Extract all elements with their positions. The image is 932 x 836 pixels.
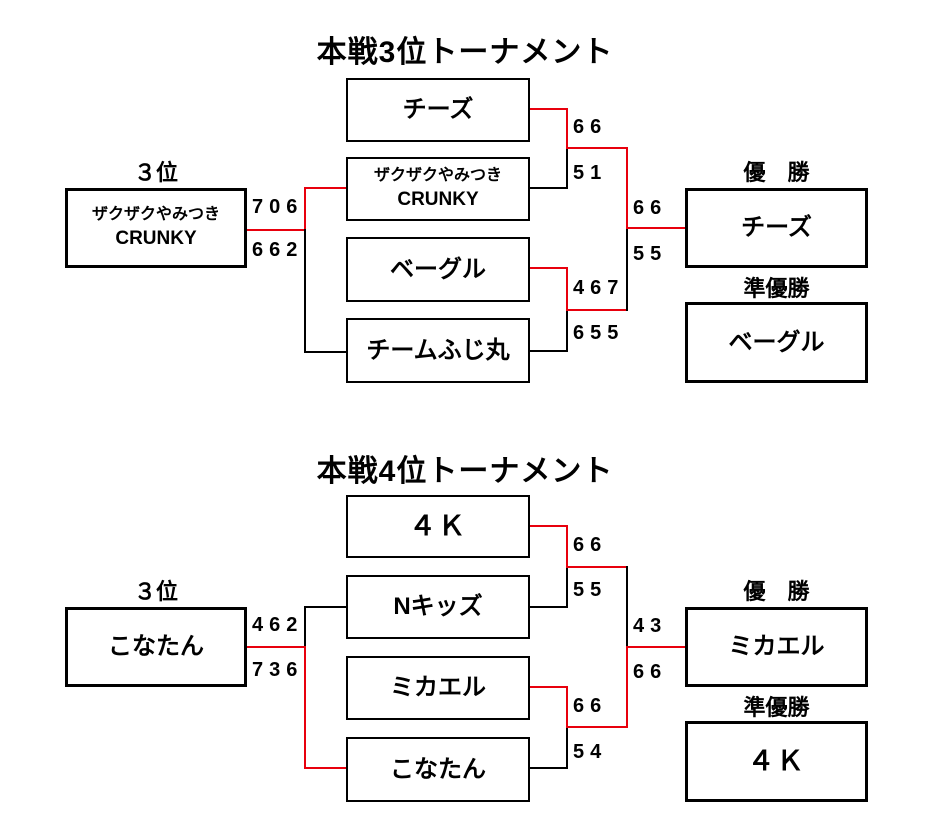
t2-team3-box: ミカエル: [346, 656, 530, 720]
t2-sf1-score-bottom: 55: [573, 579, 608, 601]
t1-sf1-score-top: 66: [573, 116, 608, 138]
t2-team3-name: ミカエル: [390, 674, 486, 702]
t2-final-vertical-bottom-line: [626, 646, 628, 728]
t2-sf2-winner-line: [566, 726, 628, 728]
t2-third-place-name: こなたん: [108, 633, 204, 661]
t1-sf1-vertical-bottom-line: [566, 147, 568, 189]
t1-team2-name-line1: ザクザクやみつき: [373, 167, 502, 185]
t1-sf2-team3-line: [529, 267, 568, 269]
t1-sf1-team2-line: [529, 187, 568, 189]
t1-team1-box: チーズ: [346, 78, 530, 142]
t2-team2-box: Nキッズ: [346, 575, 530, 639]
t1-third-place-name-line2: CRUNKY: [115, 227, 197, 249]
t1-team2-name-line2: CRUNKY: [397, 188, 479, 210]
t1-third-place-label: ３位: [133, 160, 178, 185]
t1-final-vertical-bottom-line: [626, 227, 628, 311]
t1-runner-up-name: ベーグル: [728, 328, 825, 356]
t1-champion-name: チーズ: [741, 214, 812, 242]
t2-third-place-score-bottom: 736: [252, 659, 304, 681]
t1-final-score-top: 66: [633, 197, 668, 219]
t1-seed-stem-line: [247, 229, 305, 231]
t1-final-winner-line: [626, 227, 685, 229]
t1-third-place-box: ザクザクやみつき CRUNKY: [65, 188, 247, 268]
t2-sf1-team2-line: [529, 606, 568, 608]
t2-seed-to-team4-line: [304, 767, 348, 769]
t2-sf1-team1-line: [529, 525, 568, 527]
t1-seed-branch-bottom-line: [304, 229, 306, 352]
t1-final-vertical-top-line: [626, 147, 628, 229]
t1-team4-box: チームふじ丸: [346, 318, 530, 383]
t2-sf1-score-top: 66: [573, 534, 608, 556]
t2-third-place-label: ３位: [133, 579, 178, 604]
t1-team4-name: チームふじ丸: [366, 336, 510, 364]
t2-runner-up-name: ４Ｋ: [747, 745, 806, 776]
t1-runner-up-label: 準優勝: [743, 276, 810, 301]
t1-sf2-team4-line: [529, 350, 568, 352]
t1-final-score-bottom: 55: [633, 243, 668, 265]
t1-team3-name: ベーグル: [390, 255, 486, 283]
t2-final-score-top: 43: [633, 615, 668, 637]
t1-team2-box: ザクザクやみつき CRUNKY: [346, 157, 530, 221]
t2-team4-box: こなたん: [346, 737, 530, 802]
t1-third-place-name-line1: ザクザクやみつき: [91, 206, 220, 224]
t1-seed-to-team4-line: [304, 351, 348, 353]
t2-seed-to-team2-line: [304, 606, 348, 608]
t2-champion-label: 優 勝: [743, 579, 810, 604]
t1-team1-name: チーズ: [402, 96, 474, 124]
t1-sf2-winner-line: [566, 309, 628, 311]
t1-title: 本戦3位トーナメント: [316, 36, 614, 69]
t2-sf2-vertical-bottom-line: [566, 726, 568, 769]
t2-title: 本戦4位トーナメント: [316, 455, 614, 488]
t1-runner-up-box: ベーグル: [685, 302, 868, 383]
t2-team1-name: ４Ｋ: [409, 510, 467, 541]
t1-sf1-winner-line: [566, 147, 628, 149]
t1-sf2-vertical-bottom-line: [566, 309, 568, 352]
t2-sf1-vertical-bottom-line: [566, 566, 568, 608]
t2-team1-box: ４Ｋ: [346, 495, 530, 558]
t1-sf2-score-bottom: 655: [573, 322, 625, 344]
t2-third-place-box: こなたん: [65, 607, 247, 687]
t2-seed-stem-line: [247, 646, 305, 648]
t1-team3-box: ベーグル: [346, 237, 530, 302]
t2-sf2-team4-line: [529, 767, 568, 769]
t1-champion-box: チーズ: [685, 188, 868, 268]
t1-sf1-team1-line: [529, 108, 568, 110]
t1-seed-to-team2-line: [304, 187, 348, 189]
t2-sf2-vertical-top-line: [566, 686, 568, 728]
t1-third-place-score-top: 706: [252, 196, 304, 218]
t2-final-score-bottom: 66: [633, 661, 668, 683]
t1-champion-label: 優 勝: [743, 160, 810, 185]
t1-third-place-score-bottom: 662: [252, 239, 304, 261]
t1-sf2-score-top: 467: [573, 277, 625, 299]
t2-runner-up-label: 準優勝: [743, 695, 810, 720]
t2-third-place-score-top: 462: [252, 614, 304, 636]
t2-runner-up-box: ４Ｋ: [685, 721, 868, 802]
t2-sf2-team3-line: [529, 686, 568, 688]
t2-team2-name: Nキッズ: [393, 593, 483, 621]
t2-sf2-score-bottom: 54: [573, 741, 608, 763]
t2-team4-name: こなたん: [390, 755, 486, 783]
t2-sf1-vertical-top-line: [566, 525, 568, 568]
t1-seed-branch-top-line: [304, 188, 306, 231]
t2-sf2-score-top: 66: [573, 695, 608, 717]
t2-sf1-winner-line: [566, 566, 628, 568]
t2-champion-box: ミカエル: [685, 607, 868, 687]
t1-sf2-vertical-top-line: [566, 267, 568, 311]
t2-seed-branch-top-line: [304, 606, 306, 648]
t2-final-winner-line: [626, 646, 685, 648]
t2-seed-branch-bottom-line: [304, 646, 306, 769]
t2-champion-name: ミカエル: [728, 633, 825, 661]
t1-sf1-vertical-top-line: [566, 108, 568, 149]
t2-final-vertical-top-line: [626, 566, 628, 648]
t1-sf1-score-bottom: 51: [573, 162, 608, 184]
